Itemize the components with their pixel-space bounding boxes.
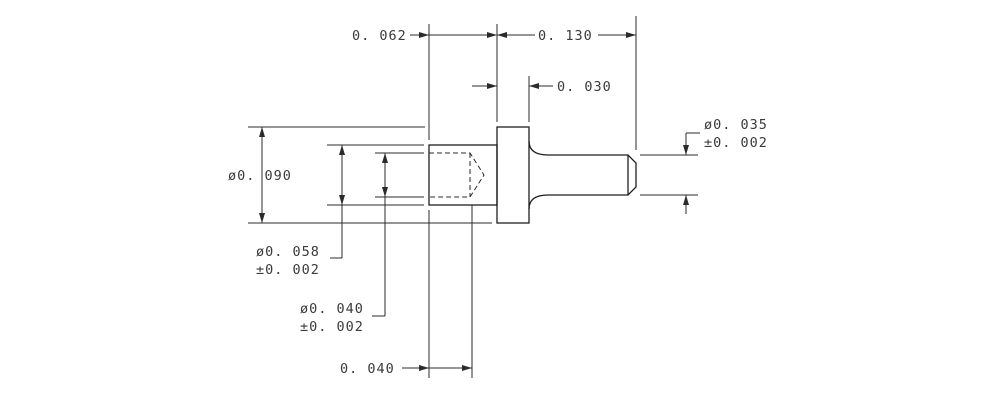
dim-flange-diameter: ø0. 090 — [228, 127, 292, 223]
hidden-hole — [429, 152, 485, 198]
dim-bore-tolerance-text: ±0. 002 — [256, 262, 320, 278]
extension-lines — [248, 16, 698, 378]
dim-overall-right-length: 0. 130 — [497, 28, 636, 44]
dim-bore-diameter-text: ø0. 058 — [256, 244, 320, 260]
dim-pin-diameter-text: ø0. 035 — [704, 117, 768, 133]
dim-pin-tolerance-text: ±0. 002 — [704, 135, 768, 151]
dim-bore-diameter: ø0. 058 ±0. 002 — [256, 145, 345, 278]
dim-hole-depth-text: 0. 040 — [340, 361, 395, 377]
bore-body — [428, 144, 498, 206]
part-outline — [428, 126, 637, 224]
dim-left-body-length: 0. 062 — [352, 28, 497, 44]
dim-hole-depth: 0. 040 — [340, 361, 472, 377]
dim-flange-thickness: 0. 030 — [472, 79, 612, 95]
dim-hole-diameter-text: ø0. 040 — [300, 301, 364, 317]
dim-flange-diameter-text: ø0. 090 — [228, 168, 292, 184]
dim-hole-diameter: ø0. 040 ±0. 002 — [300, 153, 388, 335]
flange — [496, 126, 530, 224]
dim-left-body-length-text: 0. 062 — [352, 28, 407, 44]
dim-pin-diameter: ø0. 035 ±0. 002 — [683, 117, 768, 214]
dim-flange-thickness-text: 0. 030 — [557, 79, 612, 95]
pin — [528, 140, 637, 210]
dim-overall-right-length-text: 0. 130 — [538, 28, 593, 44]
dim-hole-tolerance-text: ±0. 002 — [300, 319, 364, 335]
